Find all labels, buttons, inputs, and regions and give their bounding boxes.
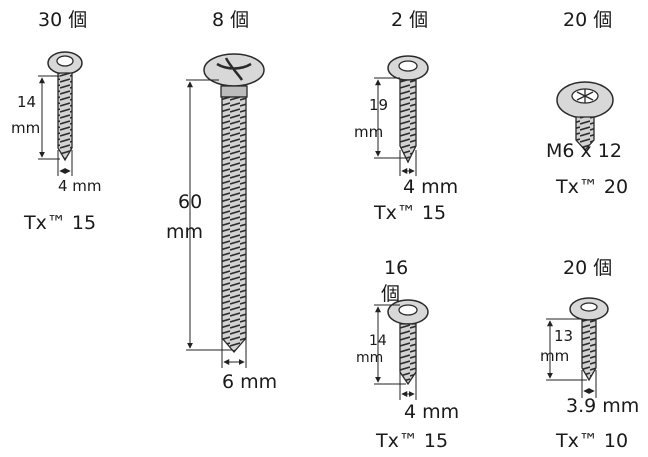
screw-3-length-unit: mm bbox=[354, 123, 384, 141]
screw-6-length-unit: mm bbox=[540, 347, 570, 365]
screw-2-length-unit: mm bbox=[166, 221, 204, 243]
screw-6-drawing bbox=[546, 297, 609, 398]
screw-6-drive: Tx™ 10 bbox=[556, 430, 629, 452]
screw-1-quantity: 30 個 bbox=[38, 9, 88, 31]
screw-1-length-unit: mm bbox=[11, 119, 41, 137]
screw-4-size: M6 x 12 bbox=[546, 140, 622, 162]
screw-6-quantity: 20 個 bbox=[563, 257, 613, 279]
screw-5-drive: Tx™ 15 bbox=[376, 430, 449, 452]
screw-3-drawing bbox=[374, 55, 429, 176]
screw-1-drive: Tx™ 15 bbox=[24, 212, 97, 234]
screw-5-quantity-unit: 個 bbox=[381, 283, 401, 305]
screw-3-quantity: 2 個 bbox=[391, 9, 429, 31]
screw-3-drive: Tx™ 15 bbox=[374, 202, 447, 224]
screw-3-length: 19 bbox=[369, 96, 389, 114]
screw-1-length: 14 bbox=[17, 93, 37, 111]
screw-2-diameter: 6 mm bbox=[222, 371, 278, 393]
screw-1-drawing bbox=[38, 51, 83, 176]
screw-3-diameter: 4 mm bbox=[403, 176, 459, 198]
screw-1-diameter: 4 mm bbox=[58, 177, 102, 195]
screw-2-drawing bbox=[186, 53, 265, 368]
screw-5-length-unit: mm bbox=[356, 350, 384, 366]
screw-6-diameter: 3.9 mm bbox=[566, 395, 640, 417]
screw-2-quantity: 8 個 bbox=[212, 9, 250, 31]
screw-5-length: 14 bbox=[369, 333, 387, 349]
screw-2-length: 60 bbox=[178, 191, 203, 213]
screw-4-quantity: 20 個 bbox=[563, 9, 613, 31]
screw-5-drawing bbox=[374, 299, 429, 400]
screw-5-quantity-number: 16 bbox=[384, 257, 409, 279]
screw-6-length: 13 bbox=[554, 327, 574, 345]
screw-4-drive: Tx™ 20 bbox=[556, 176, 629, 198]
screw-4-drawing bbox=[556, 81, 614, 151]
screw-5-diameter: 4 mm bbox=[404, 401, 460, 423]
